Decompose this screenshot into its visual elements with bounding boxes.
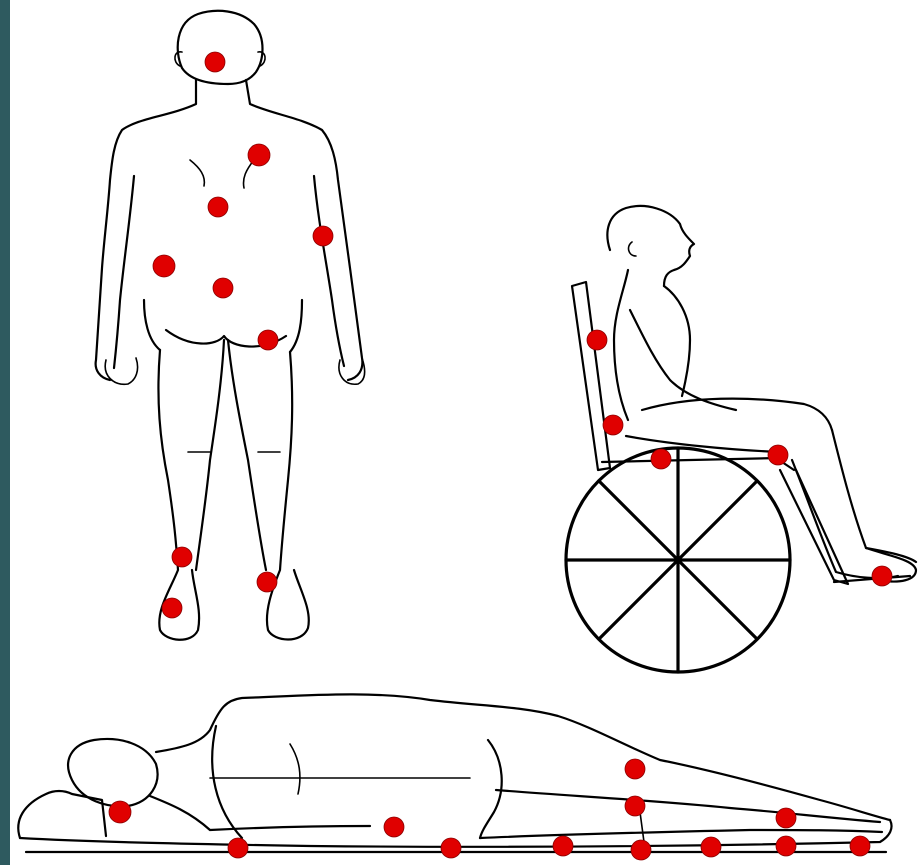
seated-chest <box>664 286 690 396</box>
wheelchair-backrest <box>572 282 610 470</box>
pressure-point <box>587 330 607 350</box>
pressure-point <box>213 278 233 298</box>
pressure-point <box>109 801 131 823</box>
pressure-point <box>651 449 671 469</box>
pressure-point <box>631 840 651 860</box>
pressure-point <box>228 838 248 858</box>
pressure-point <box>205 52 225 72</box>
pressure-point <box>208 197 228 217</box>
pressure-point <box>258 330 278 350</box>
pressure-point <box>257 572 277 592</box>
seated-shin <box>832 430 916 562</box>
standing-left-leg-inner <box>196 340 224 570</box>
pressure-point <box>553 836 573 856</box>
lying-buttock <box>480 740 502 838</box>
wheelchair-figure <box>566 206 916 672</box>
lying-body-bottom <box>150 796 370 830</box>
pressure-point <box>768 445 788 465</box>
standing-head <box>178 11 263 84</box>
wheelchair-spokes <box>566 448 790 672</box>
pillow <box>18 791 106 838</box>
standing-torso-outline <box>96 80 196 380</box>
standing-waist-left <box>144 300 160 350</box>
pressure-point <box>441 838 461 858</box>
standing-left-arm-inner <box>114 176 134 368</box>
seated-thigh-top <box>642 399 832 430</box>
pressure-points-diagram <box>10 0 919 865</box>
standing-right-arm-inner <box>314 176 344 366</box>
standing-right-leg-inner <box>228 340 266 570</box>
seated-back <box>614 270 628 420</box>
seated-head <box>607 206 694 286</box>
pressure-point <box>776 808 796 828</box>
lying-shoulder-blade <box>290 744 300 794</box>
pressure-point <box>162 598 182 618</box>
lying-leg-upper <box>496 790 880 822</box>
lying-arm <box>212 726 242 838</box>
lying-figure <box>18 694 891 860</box>
pressure-point <box>872 566 892 586</box>
pressure-point <box>384 817 404 837</box>
seated-ear <box>629 242 636 256</box>
lying-leg-lower <box>480 830 882 838</box>
pressure-point <box>172 547 192 567</box>
pressure-point <box>701 837 721 857</box>
pressure-point <box>850 836 870 856</box>
standing-shoulder-blade-left <box>190 160 204 186</box>
pressure-point <box>603 415 623 435</box>
pressure-point <box>625 759 645 779</box>
pressure-point <box>776 836 796 856</box>
standing-waist-right <box>290 300 302 352</box>
lying-body-top <box>156 694 890 820</box>
pressure-point <box>625 796 645 816</box>
pressure-point <box>248 144 270 166</box>
lying-knee <box>640 812 644 842</box>
standing-right-leg <box>267 352 309 640</box>
standing-left-leg <box>158 350 199 640</box>
standing-figure <box>96 11 365 640</box>
pressure-point <box>153 255 175 277</box>
diagram-canvas <box>10 0 919 865</box>
pressure-point <box>313 226 333 246</box>
